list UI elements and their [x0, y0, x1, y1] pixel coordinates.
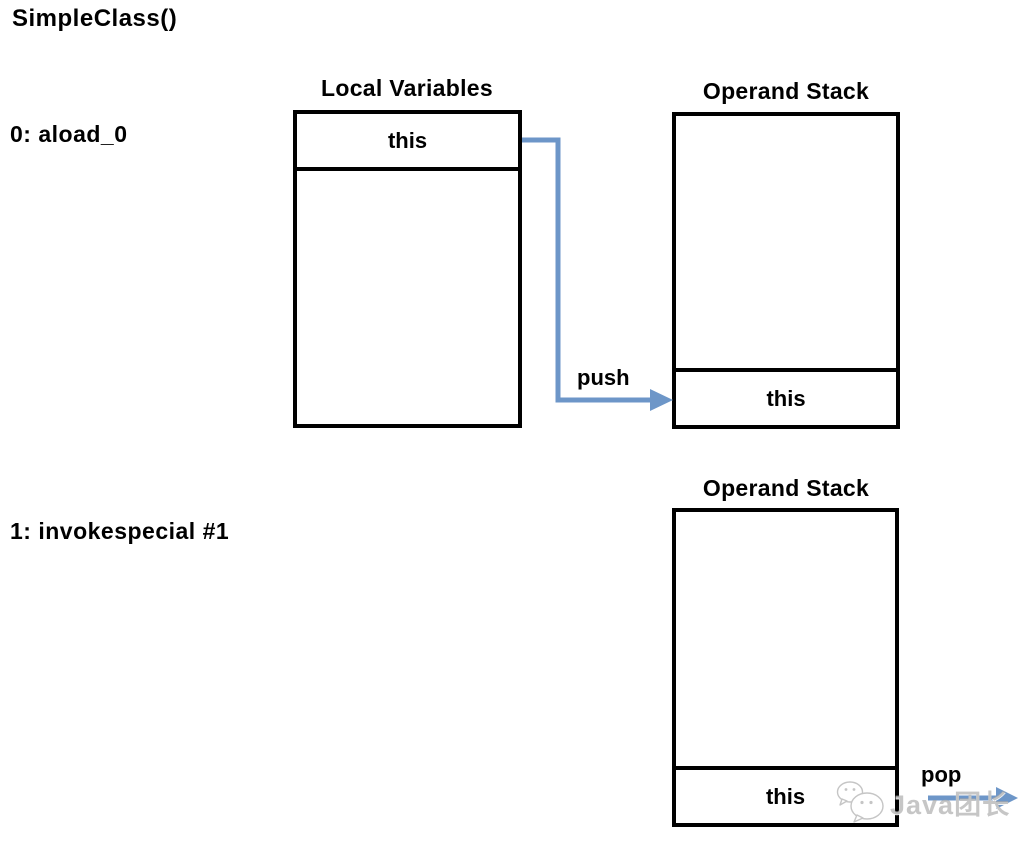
operand-stack-box-step1: this [672, 508, 899, 827]
operand-stack-empty-area-step1 [676, 512, 895, 766]
pop-arrow-label: pop [921, 762, 962, 787]
operand-stack-box-step0: this [672, 112, 900, 429]
instruction-invokespecial: 1: invokespecial #1 [10, 518, 230, 544]
local-variables-empty-area [297, 171, 518, 424]
operand-stack-title-step0: Operand Stack [702, 78, 870, 104]
local-variables-title: Local Variables [321, 75, 493, 101]
operand-stack-empty-area-step0 [676, 116, 896, 368]
push-arrow-shaft [522, 137, 653, 403]
push-arrow-label: push [577, 365, 630, 390]
operand-stack-title-step1: Operand Stack [702, 475, 870, 501]
local-variables-box: this [293, 110, 522, 428]
watermark-text: Java团长 [890, 789, 1011, 820]
pop-arrow-head-icon [996, 787, 1018, 809]
push-arrow-head-icon [650, 389, 673, 411]
page-title: SimpleClass() [12, 5, 178, 32]
local-variables-slot-this: this [297, 114, 518, 171]
operand-stack-slot-this-step0: this [676, 368, 896, 425]
operand-stack-slot-this-step1: this [676, 766, 895, 823]
instruction-aload-0: 0: aload_0 [10, 121, 128, 147]
